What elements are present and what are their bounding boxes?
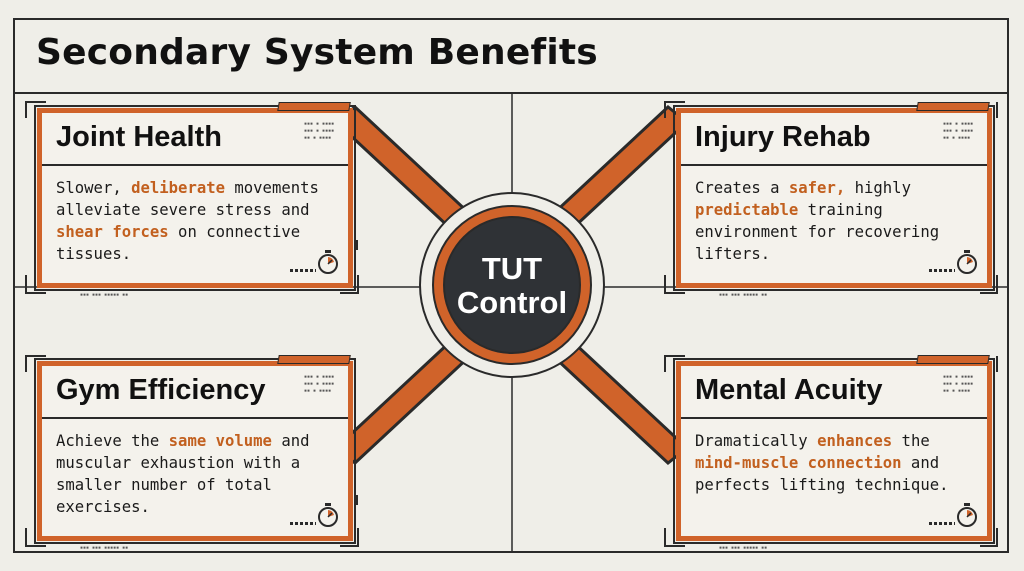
highlighted-phrase: safer, [788, 179, 846, 197]
footer-code: ▪▪▪ ▪▪▪ ▪▪▪▪▪ ▪▪ [719, 292, 768, 298]
hub-circle [419, 192, 605, 378]
body-text: training environment for recovering lift… [695, 201, 940, 263]
body-text: Slower, [56, 179, 132, 197]
body-text: Achieve the [56, 432, 169, 450]
stopwatch-icon [318, 250, 338, 274]
card-title: Joint Health [56, 121, 222, 153]
diagram-frame: Secondary System Benefits [13, 18, 1009, 553]
card-header: Gym Efficiency ▪▪▪ ▪ ▪▪▪▪▪▪▪ ▪ ▪▪▪▪▪▪ ▪ … [42, 366, 348, 419]
body-text: Creates a [695, 179, 789, 197]
hub-label-line2: Control [456, 285, 568, 320]
body-text: highly [845, 179, 911, 197]
highlighted-phrase: predictable [695, 201, 799, 219]
body-text: and perfects lifting technique. [695, 454, 949, 494]
card-title: Gym Efficiency [56, 374, 266, 406]
card-title: Injury Rehab [695, 121, 871, 153]
stopwatch-icon [318, 503, 338, 527]
card-meta-code: ▪▪▪ ▪ ▪▪▪▪▪▪▪ ▪ ▪▪▪▪▪▪ ▪ ▪▪▪▪ [304, 121, 335, 141]
dash-marker [929, 269, 955, 272]
card-gym-efficiency: Gym Efficiency ▪▪▪ ▪ ▪▪▪▪▪▪▪ ▪ ▪▪▪▪▪▪ ▪ … [34, 355, 356, 544]
card-meta-code: ▪▪▪ ▪ ▪▪▪▪▪▪▪ ▪ ▪▪▪▪▪▪ ▪ ▪▪▪▪ [304, 374, 335, 394]
corner-brackets [25, 101, 998, 547]
card-body: Creates a safer, highly predictable trai… [695, 177, 980, 265]
highlighted-phrase: shear forces [56, 223, 169, 241]
dash-marker [290, 269, 316, 272]
title-bar: Secondary System Benefits [15, 20, 1007, 94]
card-body: Slower, deliberate movements alleviate s… [56, 177, 341, 265]
hub-label-line1: TUT [481, 251, 543, 286]
body-text: the [892, 432, 930, 450]
card-meta-code: ▪▪▪ ▪ ▪▪▪▪▪▪▪ ▪ ▪▪▪▪▪▪ ▪ ▪▪▪▪ [943, 374, 974, 394]
stripe-tab [277, 102, 351, 111]
stripe-tab [916, 355, 990, 364]
card-header: Injury Rehab ▪▪▪ ▪ ▪▪▪▪▪▪▪ ▪ ▪▪▪▪▪▪ ▪ ▪▪… [681, 113, 987, 166]
card-header: Joint Health ▪▪▪ ▪ ▪▪▪▪▪▪▪ ▪ ▪▪▪▪▪▪ ▪ ▪▪… [42, 113, 348, 166]
card-mental-acuity: Mental Acuity ▪▪▪ ▪ ▪▪▪▪▪▪▪ ▪ ▪▪▪▪▪▪ ▪ ▪… [673, 355, 995, 544]
stopwatch-icon [957, 503, 977, 527]
highlighted-phrase: same volume [168, 432, 272, 450]
card-meta-code: ▪▪▪ ▪ ▪▪▪▪▪▪▪ ▪ ▪▪▪▪▪▪ ▪ ▪▪▪▪ [943, 121, 974, 141]
hub-label: TUT Control [418, 252, 606, 320]
page-title: Secondary System Benefits [36, 32, 598, 73]
footer-code: ▪▪▪ ▪▪▪ ▪▪▪▪▪ ▪▪ [80, 545, 129, 551]
card-body: Achieve the same volume and muscular exh… [56, 430, 341, 518]
card-header: Mental Acuity ▪▪▪ ▪ ▪▪▪▪▪▪▪ ▪ ▪▪▪▪▪▪ ▪ ▪… [681, 366, 987, 419]
highlighted-phrase: enhances [817, 432, 893, 450]
body-text: on connective tissues. [56, 223, 301, 263]
card-body: Dramatically enhances the mind-muscle co… [695, 430, 980, 496]
highlighted-phrase: mind-muscle connection [695, 454, 902, 472]
footer-code: ▪▪▪ ▪▪▪ ▪▪▪▪▪ ▪▪ [719, 545, 768, 551]
card-injury-rehab: Injury Rehab ▪▪▪ ▪ ▪▪▪▪▪▪▪ ▪ ▪▪▪▪▪▪ ▪ ▪▪… [673, 102, 995, 291]
dash-marker [929, 522, 955, 525]
dash-marker [290, 522, 316, 525]
card-title: Mental Acuity [695, 374, 883, 406]
stripe-tab [277, 355, 351, 364]
stripe-tab [916, 102, 990, 111]
card-joint-health: Joint Health ▪▪▪ ▪ ▪▪▪▪▪▪▪ ▪ ▪▪▪▪▪▪ ▪ ▪▪… [34, 102, 356, 291]
body-text: and muscular exhaustion with a smaller n… [56, 432, 310, 516]
body-text: Dramatically [695, 432, 818, 450]
highlighted-phrase: deliberate [131, 179, 225, 197]
body-text: movements alleviate severe stress and [56, 179, 319, 219]
footer-code: ▪▪▪ ▪▪▪ ▪▪▪▪▪ ▪▪ [80, 292, 129, 298]
stopwatch-icon [957, 250, 977, 274]
